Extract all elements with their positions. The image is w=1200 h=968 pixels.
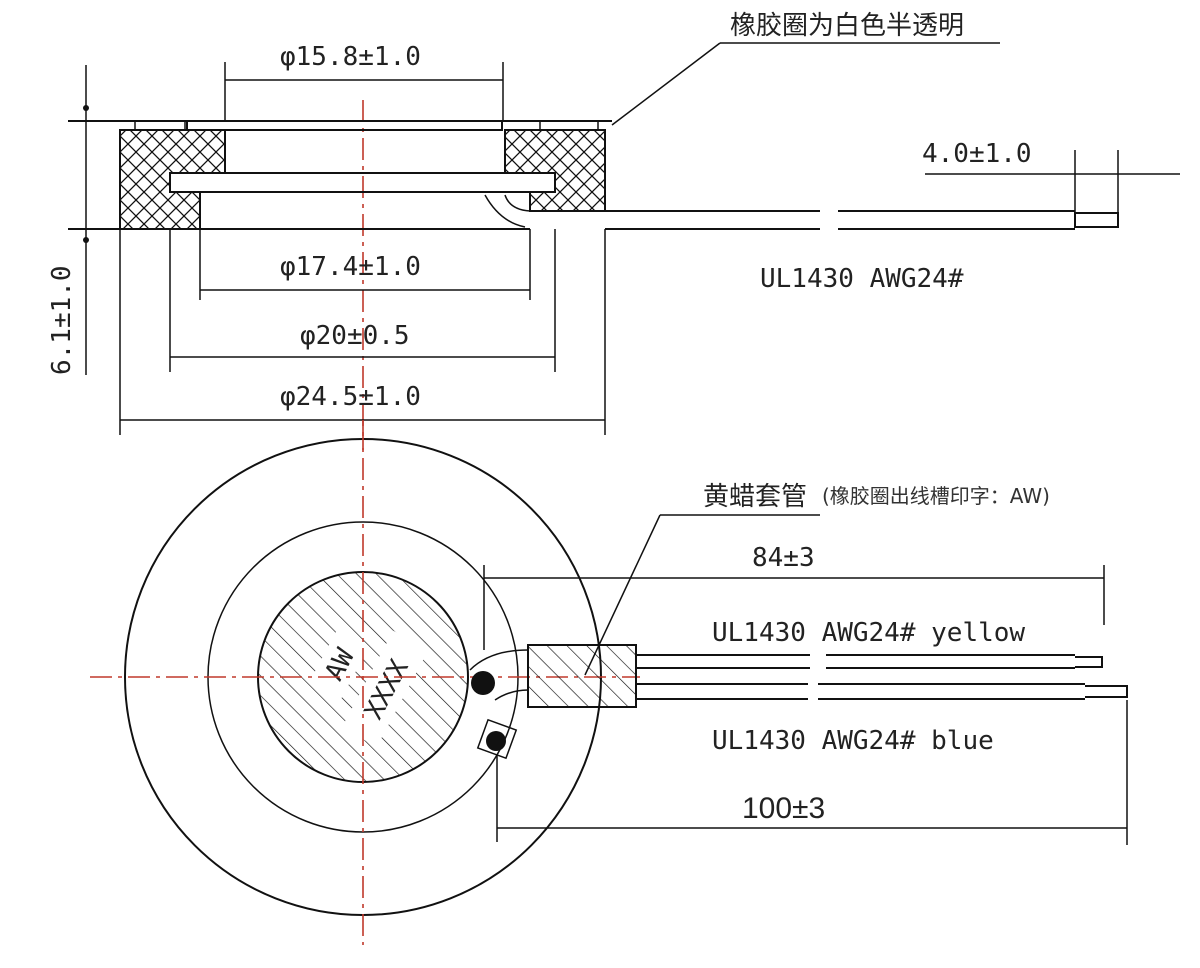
- dim-84: 84±3: [752, 543, 815, 573]
- blue-wire-label: UL1430 AWG24# blue: [712, 726, 994, 756]
- side-wire-label: UL1430 AWG24#: [760, 264, 964, 294]
- yellow-wire: [636, 654, 1103, 669]
- yellow-wire-label: UL1430 AWG24# yellow: [712, 618, 1025, 648]
- sleeve-note-detail: (橡胶圈出线槽印字：AW): [822, 484, 1050, 508]
- top-view: AW XXXX UL1430 AWG24# yellow UL1430 AWG2…: [90, 420, 1128, 945]
- dim-disc: φ20±0.5: [300, 321, 410, 351]
- piezo-disc: [169, 172, 556, 193]
- dim-top: φ15.8±1.0: [280, 42, 421, 72]
- blue-wire: [636, 683, 1128, 700]
- rubber-ring-left: [119, 129, 226, 230]
- ring-note: 橡胶圈为白色半透明: [730, 11, 964, 41]
- solder-point-2: [486, 731, 506, 751]
- side-view: 4.0±1.0 UL1430 AWG24# 橡胶圈为白色半透明 φ15.8±1.…: [47, 11, 1180, 450]
- sleeve-note: 黄蜡套管: [703, 482, 807, 512]
- solder-point-1: [471, 671, 495, 695]
- dim-wire-end: 4.0±1.0: [922, 139, 1032, 169]
- dim-inner: φ17.4±1.0: [280, 252, 421, 282]
- dim-outer: φ24.5±1.0: [280, 382, 421, 412]
- side-wire: [605, 210, 1119, 230]
- dim-100: 100±3: [742, 792, 825, 825]
- rubber-ring-right: [504, 129, 606, 212]
- wax-sleeve: [527, 644, 637, 708]
- dim-height: 6.1±1.0: [47, 265, 77, 375]
